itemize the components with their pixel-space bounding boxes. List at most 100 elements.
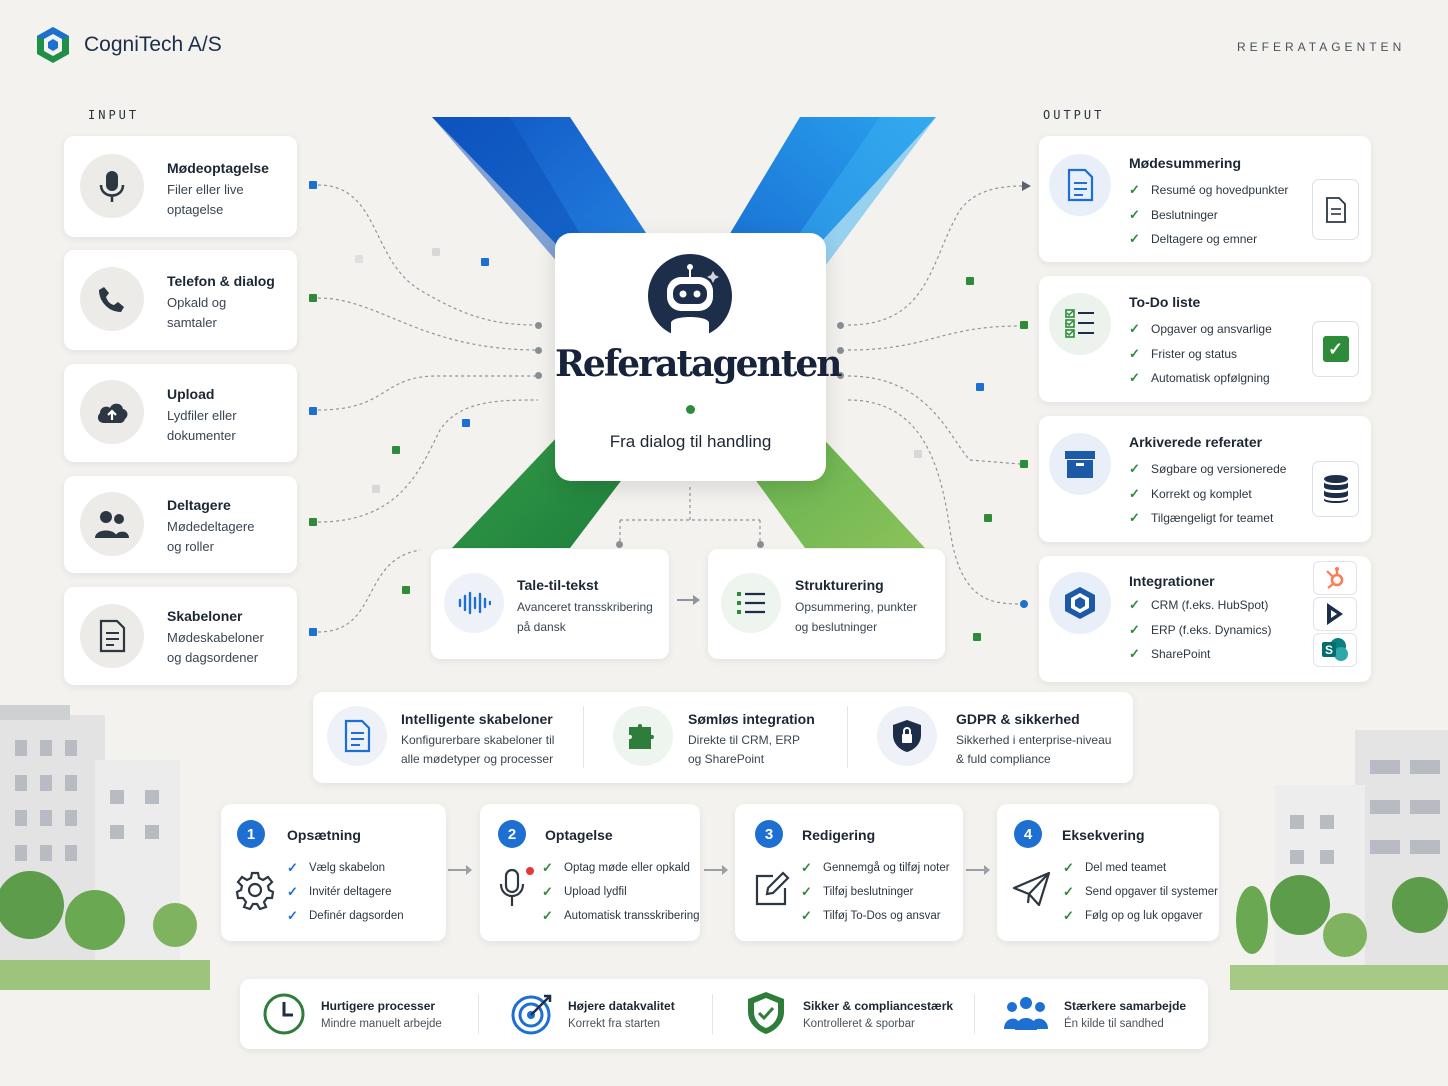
feature-title: Sømløs integration bbox=[688, 711, 815, 727]
step-card-setup[interactable]: 1 Opsætning ✓Vælg skabelon ✓Invitér delt… bbox=[221, 804, 446, 941]
hubspot-icon[interactable] bbox=[1313, 561, 1357, 595]
people-icon bbox=[80, 492, 144, 556]
connector-dot bbox=[914, 450, 922, 458]
divider bbox=[974, 994, 975, 1034]
file-icon bbox=[1312, 179, 1359, 240]
input-desc: Opkald og samtaler bbox=[167, 295, 227, 330]
output-checklist: ✓Resumé og hovedpunkter ✓Beslutninger ✓D… bbox=[1129, 178, 1288, 252]
list-icon bbox=[721, 573, 781, 633]
connector-dot bbox=[355, 255, 363, 263]
output-checklist: ✓CRM (f.eks. HubSpot) ✓ERP (f.eks. Dynam… bbox=[1129, 593, 1271, 667]
connector-dot bbox=[402, 586, 410, 594]
connector-dot bbox=[462, 419, 470, 427]
input-title: Mødeoptagelse bbox=[167, 160, 269, 176]
step-card-editing[interactable]: 3 Redigering ✓Gennemgå og tilføj noter ✓… bbox=[735, 804, 963, 941]
output-title: Mødesummering bbox=[1129, 155, 1242, 171]
feature-desc: Direkte til CRM, ERP og SharePoint bbox=[688, 733, 801, 766]
checkbox-icon: ✓ bbox=[1312, 321, 1359, 377]
buildings-right bbox=[1230, 730, 1448, 990]
database-icon bbox=[1312, 461, 1359, 517]
input-desc: Mødedeltagere og roller bbox=[167, 519, 255, 554]
connector-dot bbox=[309, 294, 317, 302]
check-item: ✓Invitér deltagere bbox=[287, 884, 392, 899]
check-item: ✓Tilføj beslutninger bbox=[801, 884, 914, 899]
waveform-icon bbox=[444, 573, 504, 633]
process-card-structuring[interactable]: Strukturering Opsummering, punkter og be… bbox=[708, 549, 945, 659]
input-title: Upload bbox=[167, 386, 215, 402]
output-card-integrations[interactable]: Integrationer ✓CRM (f.eks. HubSpot) ✓ERP… bbox=[1039, 556, 1371, 682]
step-card-execution[interactable]: 4 Eksekvering ✓Del med teamet ✓Send opga… bbox=[997, 804, 1219, 941]
connector-dot bbox=[432, 248, 440, 256]
output-card-archive[interactable]: Arkiverede referater ✓Søgbare og version… bbox=[1039, 416, 1371, 542]
check-item: ✓Gennemgå og tilføj noter bbox=[801, 860, 950, 875]
process-desc: Opsummering, punkter og beslutninger bbox=[795, 600, 918, 634]
connector-node bbox=[535, 372, 542, 379]
puzzle-icon bbox=[613, 706, 673, 766]
company-logo bbox=[34, 26, 72, 69]
step-title: Redigering bbox=[802, 827, 876, 843]
check-item: ✓Del med teamet bbox=[1063, 860, 1167, 875]
connector-dot bbox=[973, 633, 981, 641]
output-card-summary[interactable]: Mødesummering ✓Resumé og hovedpunkter ✓B… bbox=[1039, 136, 1371, 262]
send-icon bbox=[1011, 870, 1051, 913]
step-number: 3 bbox=[755, 820, 783, 848]
input-card-participants[interactable]: Deltagere Mødedeltagere og roller bbox=[64, 476, 297, 573]
process-card-speech-to-text[interactable]: Tale-til-tekst Avanceret transskribering… bbox=[431, 549, 669, 659]
connector-node bbox=[535, 322, 542, 329]
step-number: 2 bbox=[498, 820, 526, 848]
check-item: ✓CRM (f.eks. HubSpot) bbox=[1129, 597, 1269, 613]
benefit-title: Hurtigere processer bbox=[321, 999, 436, 1013]
header-tagline: REFERATAGENTEN bbox=[1237, 40, 1406, 54]
output-title: Integrationer bbox=[1129, 573, 1215, 589]
check-item: ✓Søgbare og versionerede bbox=[1129, 461, 1287, 477]
input-title: Skabeloner bbox=[167, 608, 243, 624]
benefit-desc: Korrekt fra starten bbox=[568, 1018, 661, 1030]
connector-dot bbox=[481, 258, 489, 266]
robot-icon bbox=[647, 253, 733, 344]
dynamics-icon[interactable] bbox=[1313, 597, 1357, 631]
connector-dot bbox=[1020, 321, 1028, 329]
benefit-desc: Én kilde til sandhed bbox=[1064, 1018, 1164, 1030]
cloud-upload-icon bbox=[80, 380, 144, 444]
check-item: ✓Automatisk opfølgning bbox=[1129, 370, 1270, 386]
status-dot bbox=[686, 405, 695, 414]
check-item: ✓Definér dagsorden bbox=[287, 908, 404, 923]
sharepoint-icon[interactable]: S bbox=[1313, 633, 1357, 667]
input-desc: Lydfiler eller dokumenter bbox=[167, 408, 237, 443]
gear-icon bbox=[235, 870, 275, 915]
check-item: ✓Vælg skabelon bbox=[287, 860, 386, 875]
center-subtitle: Fra dialog til handling bbox=[609, 432, 772, 451]
output-title: Arkiverede referater bbox=[1129, 434, 1263, 450]
document-icon bbox=[1049, 154, 1111, 216]
input-title: Deltagere bbox=[167, 497, 231, 513]
connector-dot bbox=[392, 446, 400, 454]
check-item: ✓Frister og status bbox=[1129, 345, 1238, 361]
step-checklist: ✓Vælg skabelon ✓Invitér deltagere ✓Defin… bbox=[287, 856, 404, 928]
step-checklist: ✓Del med teamet ✓Send opgaver til system… bbox=[1063, 856, 1218, 928]
output-card-todo[interactable]: To-Do liste ✓Opgaver og ansvarlige ✓Fris… bbox=[1039, 276, 1371, 402]
company-name: CogniTech A/S bbox=[84, 33, 222, 56]
divider bbox=[583, 706, 584, 768]
step-number: 1 bbox=[237, 820, 265, 848]
connector-node bbox=[757, 541, 764, 548]
buildings-left bbox=[0, 705, 210, 990]
center-title: Referatagenten bbox=[555, 343, 842, 385]
team-icon bbox=[1004, 995, 1048, 1036]
input-card-upload[interactable]: Upload Lydfiler eller dokumenter bbox=[64, 364, 297, 462]
step-number: 4 bbox=[1014, 820, 1042, 848]
step-card-recording[interactable]: 2 Optagelse ✓Optag møde eller opkald ✓Up… bbox=[480, 804, 700, 941]
input-card-templates[interactable]: Skabeloner Mødeskabeloner og dagsordener bbox=[64, 587, 297, 685]
benefit-title: Sikker & compliancestærk bbox=[803, 999, 954, 1013]
feature-title: Intelligente skabeloner bbox=[401, 711, 553, 727]
step-title: Eksekvering bbox=[1062, 827, 1145, 843]
center-hub: Referatagenten Fra dialog til handling bbox=[555, 233, 842, 481]
check-item: ✓Optag møde eller opkald bbox=[542, 860, 690, 875]
check-item: ✓ERP (f.eks. Dynamics) bbox=[1129, 621, 1272, 637]
input-card-recording[interactable]: Mødeoptagelse Filer eller live optagelse bbox=[64, 136, 297, 237]
process-desc: Avanceret transskribering på dansk bbox=[517, 600, 653, 634]
feature-desc: Konfigurerbare skabeloner til alle mødet… bbox=[401, 733, 555, 766]
shield-lock-icon bbox=[877, 706, 937, 766]
divider bbox=[847, 706, 848, 768]
svg-text:S: S bbox=[1325, 643, 1333, 657]
input-card-phone[interactable]: Telefon & dialog Opkald og samtaler bbox=[64, 250, 297, 350]
